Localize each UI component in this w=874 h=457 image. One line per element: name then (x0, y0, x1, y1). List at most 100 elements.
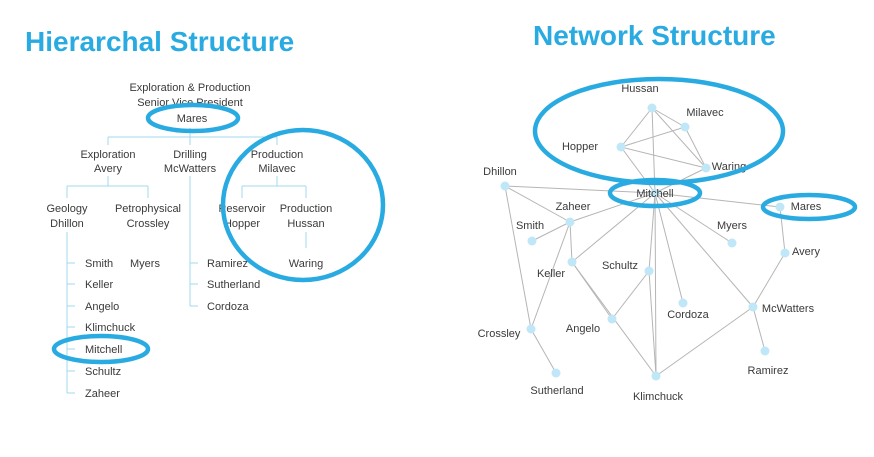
list-item: Sutherland (207, 279, 260, 291)
network-node-label: Waring (712, 161, 746, 173)
network-edge (648, 270, 657, 377)
network-edge (620, 146, 707, 169)
network-node (567, 257, 577, 267)
network-edge (504, 185, 571, 223)
list-item: Waring (289, 258, 323, 270)
network-edge (654, 192, 684, 304)
network-edge (569, 192, 656, 223)
network-node (616, 142, 626, 152)
network-edge (620, 107, 653, 148)
network-edge (651, 107, 707, 169)
network-node-label: Myers (717, 220, 747, 232)
network-edge (684, 126, 707, 169)
network-edge (531, 221, 571, 242)
network-edge (611, 270, 650, 320)
network-node-label: Klimchuck (633, 391, 684, 403)
ceo-label: Mares (177, 113, 208, 125)
sub-geology-name: Dhillon (50, 218, 84, 230)
network-edge (779, 206, 786, 254)
network-node (760, 346, 770, 356)
network-node (526, 324, 536, 334)
network-node (701, 163, 711, 173)
network-node (780, 248, 790, 258)
branch-production-title: Production (251, 149, 304, 161)
network-edge (620, 126, 686, 148)
list-item: Myers (130, 258, 160, 270)
network-node (551, 368, 561, 378)
network-node-label: McWatters (762, 303, 815, 315)
network-node-label: Dhillon (483, 166, 517, 178)
network-node (678, 298, 688, 308)
branch-exploration-name: Avery (94, 163, 122, 175)
highlight-ellipse-ceo (145, 102, 241, 134)
branch-drilling-title: Drilling (173, 149, 207, 161)
network-node (748, 302, 758, 312)
hierarchy-diagram: Exploration & Production Senior Vice Pre… (47, 82, 386, 400)
network-edge (651, 107, 686, 128)
network-edge (571, 261, 657, 377)
network-node-label: Schultz (602, 260, 638, 272)
network-node-label: Angelo (566, 323, 600, 335)
network-edge (654, 192, 781, 208)
network-edge (654, 192, 657, 377)
network-edge (569, 221, 573, 263)
network-node-label: Ramirez (748, 365, 789, 377)
network-edge (571, 192, 656, 263)
network-node-label: Zaheer (556, 201, 591, 213)
list-item: Smith (85, 258, 113, 270)
network-node (527, 236, 537, 246)
list-item: Zaheer (85, 388, 120, 400)
sub-petrophysical-title: Petrophysical (115, 203, 181, 215)
network-edge (752, 252, 786, 308)
network-title: Network Structure (533, 20, 776, 51)
network-edge (504, 185, 532, 330)
branch-exploration-title: Exploration (80, 149, 135, 161)
network-edge (654, 167, 707, 194)
sub-production-title: Production (280, 203, 333, 215)
highlight-ellipse-cluster (532, 76, 786, 186)
network-edge (504, 185, 656, 194)
network-node (651, 371, 661, 381)
network-edge (651, 107, 656, 194)
network-edge (620, 146, 656, 194)
network-node-label: Keller (537, 268, 565, 280)
network-edge (571, 261, 613, 320)
sub-geology-title: Geology (47, 203, 88, 215)
network-edge (530, 221, 571, 330)
network-node (727, 238, 737, 248)
list-item: Ramirez (207, 258, 248, 270)
network-node (644, 266, 654, 276)
sub-petrophysical-name: Crossley (127, 218, 170, 230)
network-node (647, 103, 657, 113)
list-item: Cordoza (207, 301, 249, 313)
network-node-label: Cordoza (667, 309, 709, 321)
list-item: Schultz (85, 366, 121, 378)
network-nodes: HussanMilavecHopperWaringMitchellDhillon… (478, 83, 822, 403)
network-node (680, 122, 690, 132)
list-item: Keller (85, 279, 113, 291)
network-edge (654, 192, 754, 308)
network-node-label: Avery (792, 246, 820, 258)
list-item: Klimchuck (85, 322, 136, 334)
network-edge (648, 192, 656, 272)
highlight-ellipse-mitchell-node (607, 177, 703, 209)
network-edge (752, 306, 766, 352)
network-node (650, 188, 660, 198)
network-node-label: Crossley (478, 328, 521, 340)
sub-reservoir-title: Reservoir (218, 203, 265, 215)
network-node-label: Sutherland (530, 385, 583, 397)
network-edge (530, 328, 557, 374)
network-node-label: Hussan (621, 83, 658, 95)
network-node-label: Milavec (686, 107, 724, 119)
branch-drilling-name: McWatters (164, 163, 217, 175)
branch-production-name: Milavec (258, 163, 296, 175)
network-edge (654, 192, 733, 244)
highlight-ellipse-production (220, 127, 386, 283)
network-node-label: Mitchell (636, 188, 673, 200)
hierarchy-title: Hierarchal Structure (25, 26, 295, 57)
network-edges (504, 107, 786, 377)
top-title-line1: Exploration & Production (129, 82, 250, 94)
network-node-label: Smith (516, 220, 544, 232)
list-item: Mitchell (85, 344, 122, 356)
highlight-ellipse-mares-node (760, 192, 858, 222)
